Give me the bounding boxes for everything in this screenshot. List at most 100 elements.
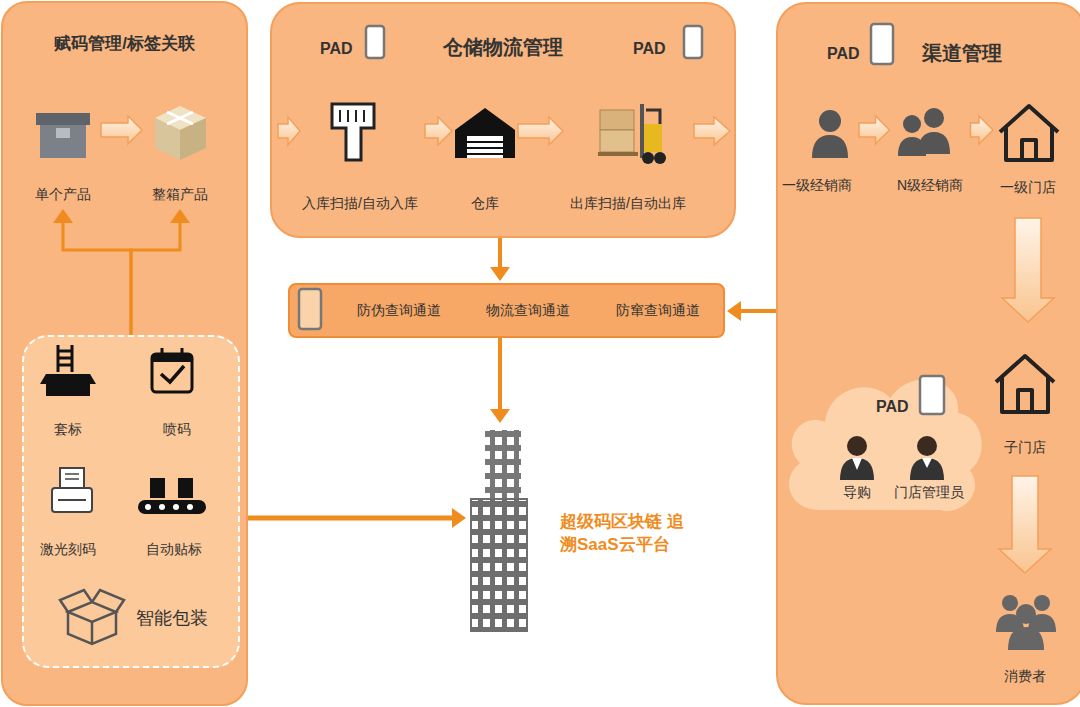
node-label: 防伪查询通道 [357, 301, 441, 319]
node-label: 智能包装 [136, 607, 208, 630]
connector [425, 117, 452, 145]
staff-icon [840, 458, 874, 480]
tablet-icon [920, 376, 944, 414]
forklift-icon [598, 152, 638, 156]
sleeve-label-icon [40, 374, 52, 384]
panel-title: 仓储物流管理 [443, 34, 563, 60]
warehouse-icon [467, 142, 503, 154]
connector-line [131, 221, 180, 335]
person-icon [903, 115, 921, 133]
connector [490, 338, 510, 423]
product-box-icon [36, 113, 90, 158]
cloud-shape [789, 379, 982, 511]
block-arrow [859, 116, 890, 144]
connector [859, 116, 890, 144]
node-label: 出库扫描/自动出库 [570, 194, 686, 212]
panel-title: 渠道管理 [922, 40, 1002, 66]
scanner-icon [340, 110, 364, 122]
warehouse-icon [455, 108, 515, 158]
smart-package-icon [60, 590, 124, 644]
carton-icon [180, 118, 206, 160]
node-label: 导购 [843, 483, 871, 501]
connector [248, 508, 466, 528]
connector-line [498, 238, 502, 269]
auto-labeler-icon [159, 504, 165, 510]
tablet-icon [299, 289, 321, 329]
person-icon [812, 135, 848, 158]
arrowhead [452, 508, 466, 528]
node-label: 整箱产品 [152, 185, 208, 203]
device-label: PAD [633, 40, 666, 58]
sleeve-label-icon [58, 345, 72, 372]
node-label: 消费者 [1004, 667, 1046, 685]
device-label: PAD [827, 45, 860, 63]
block-arrow [999, 476, 1051, 573]
connector-line [248, 516, 454, 521]
connector [490, 238, 510, 281]
connector [971, 116, 994, 144]
consumers-icon [1016, 604, 1036, 624]
building-icon [472, 500, 526, 628]
arrowhead [727, 301, 741, 321]
auto-labeler-icon [187, 504, 193, 510]
connector-line [498, 338, 502, 411]
block-arrow [1002, 218, 1054, 322]
flow-arrow [278, 117, 730, 145]
carton-icon [155, 106, 206, 160]
person-icon [918, 132, 950, 154]
forklift-icon [646, 110, 660, 124]
device-label: PAD [876, 398, 909, 416]
sleeve-label-icon [46, 374, 90, 396]
panel-title: 赋码管理/标签关联 [54, 33, 195, 55]
building-icon [485, 430, 521, 500]
smart-package-icon [60, 590, 124, 612]
staff-icon [910, 458, 944, 480]
staff-icon [847, 436, 867, 456]
inkjet-icon [162, 348, 182, 358]
arrowhead [490, 409, 510, 423]
product-box-icon [56, 128, 70, 138]
consumers-icon [996, 595, 1056, 650]
node-label: 激光刻码 [40, 540, 96, 558]
person-icon [812, 108, 950, 158]
device-label: PAD [320, 40, 353, 58]
auto-labeler-icon [145, 504, 151, 510]
flow-arrow [694, 117, 730, 145]
connector [999, 476, 1051, 573]
building-icon [470, 498, 528, 632]
node-label: 子门店 [1004, 438, 1046, 456]
forklift-icon [640, 104, 644, 158]
tablet-icon [299, 24, 944, 414]
node-label: 物流查询通道 [486, 301, 570, 319]
laser-icon [60, 468, 84, 488]
node-label: 套标 [54, 420, 82, 438]
tablet-icon [871, 24, 893, 64]
smart-package-icon [68, 602, 116, 622]
sleeve-label-icon [84, 374, 96, 384]
panel: 渠道管理一级经销商N级经销商一级门店导购门店管理员子门店消费者 [776, 2, 1080, 705]
node-label: 单个产品 [35, 185, 91, 203]
auto-labeler-icon [173, 504, 179, 510]
node-label: 门店管理员 [894, 483, 964, 501]
staff-cloud: 导购 门店管理员 [780, 358, 985, 516]
arrowhead [53, 209, 73, 223]
connector [1002, 218, 1054, 322]
connector [131, 209, 190, 335]
forklift-icon [600, 130, 634, 152]
product-box-icon [36, 113, 90, 125]
query-band: 防伪查询通道物流查询通道防窜查询通道 [288, 283, 725, 338]
carton-icon [167, 112, 193, 124]
tablet-icon [366, 26, 384, 58]
connector-line [63, 221, 131, 335]
laser-icon [52, 468, 92, 512]
connector [518, 117, 563, 145]
node-label: 入库扫描/自动入库 [302, 194, 418, 212]
arrowhead [490, 267, 510, 281]
connector [101, 116, 142, 144]
building-icon [470, 430, 528, 632]
block-arrow [425, 117, 452, 145]
laser-icon [65, 474, 79, 479]
staff-icon [840, 436, 944, 480]
flow-arrow [278, 117, 300, 145]
